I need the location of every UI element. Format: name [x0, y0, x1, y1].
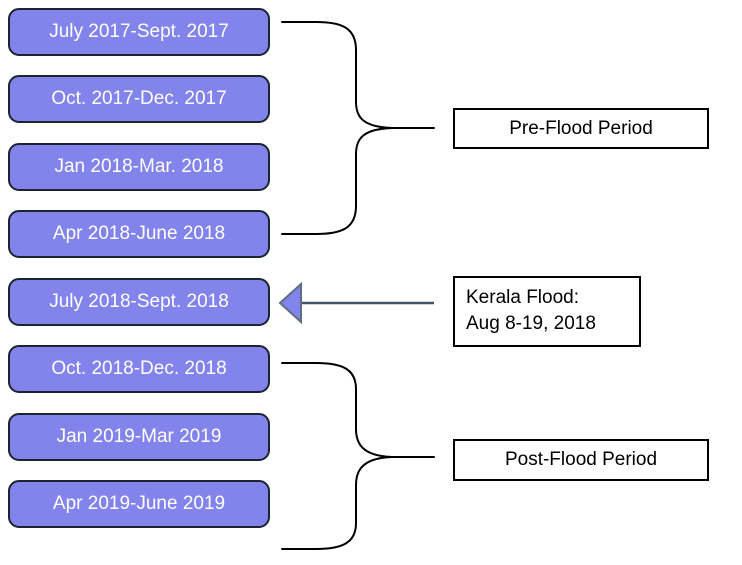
kerala-flood-label-box: Kerala Flood: Aug 8-19, 2018	[453, 276, 641, 347]
quarter-box-jan2019-mar2019: Jan 2019-Mar 2019	[8, 413, 270, 461]
pre-flood-period-label: Pre-Flood Period	[509, 117, 653, 139]
flood-arrow-head-icon	[278, 281, 302, 325]
quarter-box-jan2018-mar2018: Jan 2018-Mar. 2018	[8, 143, 270, 191]
flood-arrow	[278, 281, 434, 325]
quarter-box-jul2017-sep2017: July 2017-Sept. 2017	[8, 8, 270, 56]
post-flood-period-label: Post-Flood Period	[504, 449, 658, 470]
quarter-box-label: Oct. 2017-Dec. 2017	[51, 88, 227, 109]
quarter-box-label: Oct. 2018-Dec. 2018	[51, 358, 227, 379]
pre-flood-brace	[281, 21, 435, 235]
quarter-box-label: Apr 2019-June 2019	[52, 493, 226, 514]
quarter-box-label: Jan 2019-Mar 2019	[56, 426, 222, 447]
quarter-box-apr2019-jun2019: Apr 2019-June 2019	[8, 480, 270, 528]
pre-flood-period-label-box: Pre-Flood Period	[453, 108, 709, 149]
quarter-box-jul2018-sep2018: July 2018-Sept. 2018	[8, 278, 270, 326]
kerala-flood-label-line1: Kerala Flood:	[466, 287, 580, 308]
quarter-box-oct2017-dec2017: Oct. 2017-Dec. 2017	[8, 75, 270, 123]
quarter-box-label: July 2018-Sept. 2018	[49, 291, 229, 312]
kerala-flood-label-line2: Aug 8-19, 2018	[466, 313, 596, 334]
post-flood-period-label-box: Post-Flood Period	[453, 439, 709, 481]
quarter-box-oct2018-dec2018: Oct. 2018-Dec. 2018	[8, 345, 270, 393]
quarter-box-label: July 2017-Sept. 2017	[49, 21, 229, 42]
post-flood-brace	[281, 362, 435, 550]
quarter-box-label: Apr 2018-June 2018	[52, 223, 226, 244]
quarter-box-label: Jan 2018-Mar. 2018	[54, 156, 224, 177]
quarter-box-apr2018-jun2018: Apr 2018-June 2018	[8, 210, 270, 258]
